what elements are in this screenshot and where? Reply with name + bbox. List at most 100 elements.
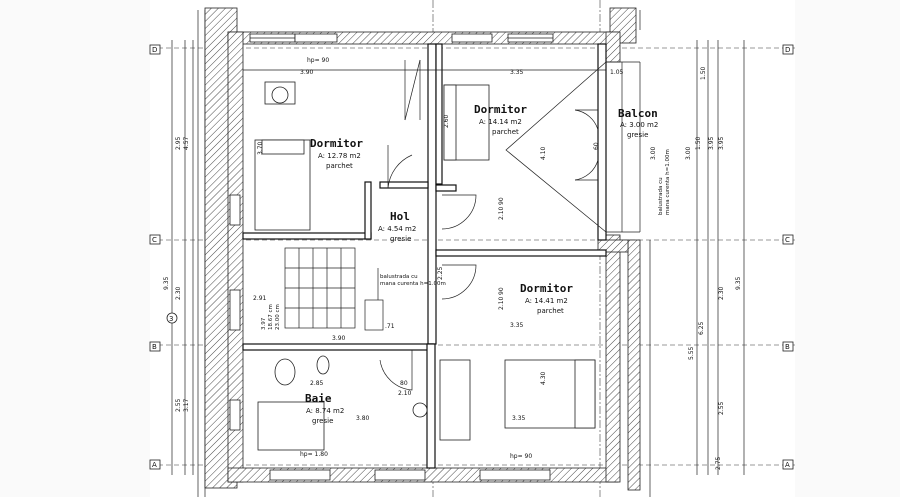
dim: 1.50 xyxy=(700,66,707,80)
dim: 3.80 xyxy=(356,415,370,422)
axis-circle xyxy=(166,312,178,324)
stair-label: 18.67 cm xyxy=(268,304,274,330)
axis-box xyxy=(149,234,161,245)
dim: 2.55 xyxy=(175,398,182,412)
dim: 3.35 xyxy=(510,69,524,76)
dim: 9.35 xyxy=(735,276,742,290)
room-finish: gresie xyxy=(627,131,648,139)
axis-box xyxy=(782,234,794,245)
dim: 6.25 xyxy=(698,321,705,335)
dim: 60 xyxy=(593,142,600,150)
axis-label: C xyxy=(152,236,157,244)
dim: 2.60 xyxy=(443,114,450,128)
dim: 2.30 xyxy=(718,286,725,300)
dim: 2.10 xyxy=(498,206,505,220)
dim: 2.25 xyxy=(437,266,444,280)
room-finish: parchet xyxy=(492,128,519,136)
note-line: balustrada cu xyxy=(658,177,664,215)
stair-label: 2.91 xyxy=(253,295,267,302)
dim: 3.95 xyxy=(718,136,725,150)
dim: 2.10 xyxy=(498,296,505,310)
dim: 5.55 xyxy=(688,346,695,360)
room-area: A: 4.54 m2 xyxy=(378,225,416,233)
dim: 90 xyxy=(498,197,505,205)
stair-label: 3.97 xyxy=(261,317,267,330)
dim: 3.90 xyxy=(300,69,314,76)
room-dormitor-top: Dormitor A: 14.14 m2 parchet xyxy=(474,103,527,136)
balcony-outline xyxy=(505,61,641,233)
room-name: Dormitor xyxy=(310,137,363,150)
shower xyxy=(439,359,471,441)
windows xyxy=(229,33,554,481)
room-area: A: 12.78 m2 xyxy=(318,152,361,160)
room-finish: parchet xyxy=(326,162,353,170)
stair-label: 3.90 xyxy=(332,335,346,342)
axis-label: B xyxy=(785,343,790,351)
stair-annotations: 3.97 18.67 cm 23.00 cm 3.90 2.91 xyxy=(253,295,346,342)
dim: 3.70 xyxy=(257,141,264,155)
door-swings xyxy=(379,109,599,391)
axis-box xyxy=(782,44,794,55)
dim: 2.85 xyxy=(310,380,324,387)
room-name: Hol xyxy=(390,210,410,223)
dim: hp= 90 xyxy=(307,57,329,64)
axis-box xyxy=(149,341,161,352)
bed-left xyxy=(254,139,311,231)
dim: 4.57 xyxy=(183,136,190,150)
axis-markers-left: D C B A 3 xyxy=(149,44,178,470)
room-dormitor-right: Dormitor A: 14.41 m2 parchet xyxy=(520,282,573,315)
dim: 4.30 xyxy=(540,371,547,385)
dim: 9.35 xyxy=(163,276,170,290)
room-area: A: 14.41 m2 xyxy=(525,297,568,305)
dim: hp= 90 xyxy=(510,453,532,460)
axis-box xyxy=(149,459,161,470)
dim: 3.00 xyxy=(685,146,692,160)
room-area: A: 8.74 m2 xyxy=(306,407,344,415)
axis-label: A xyxy=(152,461,157,469)
dim: 4.10 xyxy=(540,146,547,160)
room-dormitor-left: Dormitor A: 12.78 m2 parchet xyxy=(310,137,363,170)
dim: 3.17 xyxy=(183,398,190,412)
room-finish: parchet xyxy=(537,307,564,315)
room-balcon: Balcon A: 3.00 m2 gresie xyxy=(618,107,658,139)
axis-label: C xyxy=(785,236,790,244)
dim: 3.00 xyxy=(650,146,657,160)
axis-box xyxy=(782,341,794,352)
dim: 1.05 xyxy=(610,69,624,76)
dim: 2.55 xyxy=(718,401,725,415)
dim: hp= 1.80 xyxy=(300,451,328,458)
toilet xyxy=(274,358,296,386)
dim: 2.75 xyxy=(715,456,722,470)
dim: 90 xyxy=(498,287,505,295)
room-name: Baie xyxy=(305,392,332,405)
dim: 2.30 xyxy=(175,286,182,300)
interior-walls xyxy=(242,43,607,469)
room-area: A: 14.14 m2 xyxy=(479,118,522,126)
axis-box xyxy=(782,459,794,470)
room-name: Dormitor xyxy=(520,282,573,295)
sink xyxy=(412,402,428,418)
dim: 3.35 xyxy=(512,415,526,422)
axis-label: D xyxy=(152,46,157,54)
dim: 1.50 xyxy=(695,136,702,150)
scan-left-margin xyxy=(0,0,150,497)
room-hol: Hol A: 4.54 m2 gresie xyxy=(378,210,416,243)
axis-label: A xyxy=(785,461,790,469)
room-area: A: 3.00 m2 xyxy=(620,121,658,129)
room-baie: Baie A: 8.74 m2 gresie xyxy=(305,392,344,425)
note-line: mana curenta h=1.00m xyxy=(380,281,446,287)
room-finish: gresie xyxy=(390,235,411,243)
room-finish: gresie xyxy=(312,417,333,425)
scan-right-margin xyxy=(795,0,900,497)
room-name: Dormitor xyxy=(474,103,527,116)
dim: 3.95 xyxy=(708,136,715,150)
axis-markers-right: D C B A xyxy=(782,44,794,470)
balcony-railing-note: balustrada cu mana curenta h=1.00m xyxy=(658,149,671,215)
stair-railing-note: balustrada cu mana curenta h=1.00m xyxy=(377,268,446,300)
axis-box xyxy=(149,44,161,55)
dim: .71 xyxy=(385,323,395,330)
room-name: Balcon xyxy=(618,107,658,120)
dim: 3.35 xyxy=(510,322,524,329)
axis-label: 3 xyxy=(169,315,173,323)
